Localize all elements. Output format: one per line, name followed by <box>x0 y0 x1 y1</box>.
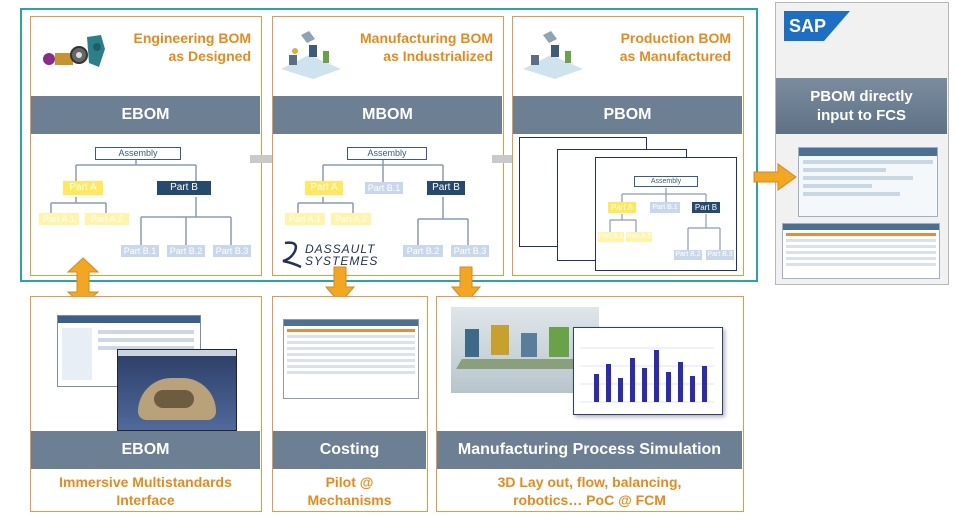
pbom-panel: Production BOM as Manufactured PBOM Asse… <box>512 16 744 276</box>
sap-screenshot-2 <box>782 223 940 279</box>
costing-screenshot <box>283 319 419 399</box>
pbom-band: PBOM <box>513 96 742 134</box>
tree-node-part-b3: Part B.3 <box>213 245 251 257</box>
tree-node-part-b2: Part B.2 <box>167 245 205 257</box>
pbom-title: Production BOM as Manufactured <box>619 30 731 64</box>
mbom-panel: Manufacturing BOM as Industrialized MBOM… <box>272 16 504 276</box>
tree-node-part-b1: Part B.1 <box>121 245 159 257</box>
dassault-logo-icon <box>282 241 302 269</box>
tree-node-part-a1: Part A.1 <box>285 213 325 225</box>
tree-node-part-a2: Part A.2 <box>331 213 371 225</box>
tree-node-part-b: Part B <box>692 202 720 213</box>
costing-panel: Costing Pilot @ Mechanisms <box>272 296 428 512</box>
tree-node-part-b1: Part B.1 <box>365 182 403 194</box>
simulation-bar-chart <box>573 327 723 415</box>
robot-cell-icon <box>281 31 341 79</box>
ebom-panel: Engineering BOM as Designed EBOM Assembl… <box>30 16 262 276</box>
orange-arrow-icon <box>753 163 797 191</box>
tree-node-part-b3: Part B.3 <box>451 245 489 257</box>
pbom-tree-lines <box>609 188 721 250</box>
tree-node-part-a: Part A <box>63 181 103 195</box>
costing-caption: Pilot @ Mechanisms <box>307 474 392 508</box>
sap-band: PBOM directly input to FCS <box>776 78 947 134</box>
tree-node-part-a1: Part A.1 <box>598 232 624 242</box>
simulation-bars-icon <box>580 347 714 403</box>
ebom-bottom-band: EBOM <box>31 431 260 469</box>
pbom-page-front: Assembly Part A Part B.1 Part B Part A.1… <box>595 157 737 271</box>
simulation-band: Manufacturing Process Simulation <box>437 431 742 469</box>
ebom-tree-lines <box>50 157 232 249</box>
tree-node-part-a1: Part A.1 <box>39 213 79 225</box>
mbom-tree-lines <box>297 157 469 249</box>
dassault-logo-text: DASSAULT SYSTEMES <box>305 243 378 267</box>
sap-logo-icon <box>784 11 850 41</box>
tree-node-part-b1: Part B.1 <box>650 202 680 213</box>
tree-node-part-a: Part A <box>305 181 343 195</box>
sap-logo-text: SAP <box>789 16 827 36</box>
tree-node-assembly: Assembly <box>347 147 427 160</box>
mbom-title: Manufacturing BOM as Industrialized <box>360 30 493 64</box>
tree-node-assembly: Assembly <box>634 176 698 187</box>
simulation-caption: 3D Lay out, flow, balancing, robotics… P… <box>497 474 682 508</box>
ebom-immersive-panel: EBOM Immersive Multistandards Interface <box>30 296 262 512</box>
robot-cell-icon <box>523 31 583 79</box>
sap-panel: SAP PBOM directly input to FCS <box>775 2 949 285</box>
orange-arrow-icon <box>451 266 481 304</box>
immersive-3d-screenshot <box>117 349 237 431</box>
tree-node-part-b: Part B <box>427 181 465 195</box>
tree-node-part-b: Part B <box>157 181 211 195</box>
gear-part-icon <box>43 35 105 67</box>
ebom-title: Engineering BOM as Designed <box>133 30 251 64</box>
simulation-panel: Manufacturing Process Simulation 3D Lay … <box>436 296 744 512</box>
tree-node-part-a2: Part A.2 <box>85 213 129 225</box>
dassault-line2: SYSTEMES <box>305 254 379 268</box>
orange-arrow-icon <box>325 266 355 304</box>
tree-node-part-b2: Part B.2 <box>403 245 443 257</box>
tree-node-assembly: Assembly <box>95 147 181 160</box>
dassault-line1: DASSAULT <box>305 242 376 256</box>
sap-screenshot-1 <box>798 147 938 217</box>
tree-node-part-b3: Part B.3 <box>706 250 734 260</box>
bom-group-frame <box>20 8 758 282</box>
mbom-band: MBOM <box>273 96 502 134</box>
tree-node-part-b2: Part B.2 <box>674 250 702 260</box>
tree-node-part-a2: Part A.2 <box>626 232 652 242</box>
costing-band: Costing <box>273 431 426 469</box>
tree-node-part-a: Part A <box>608 202 636 213</box>
ebom-band: EBOM <box>31 96 260 134</box>
ebom-bottom-caption: Immersive Multistandards Interface <box>59 474 232 508</box>
